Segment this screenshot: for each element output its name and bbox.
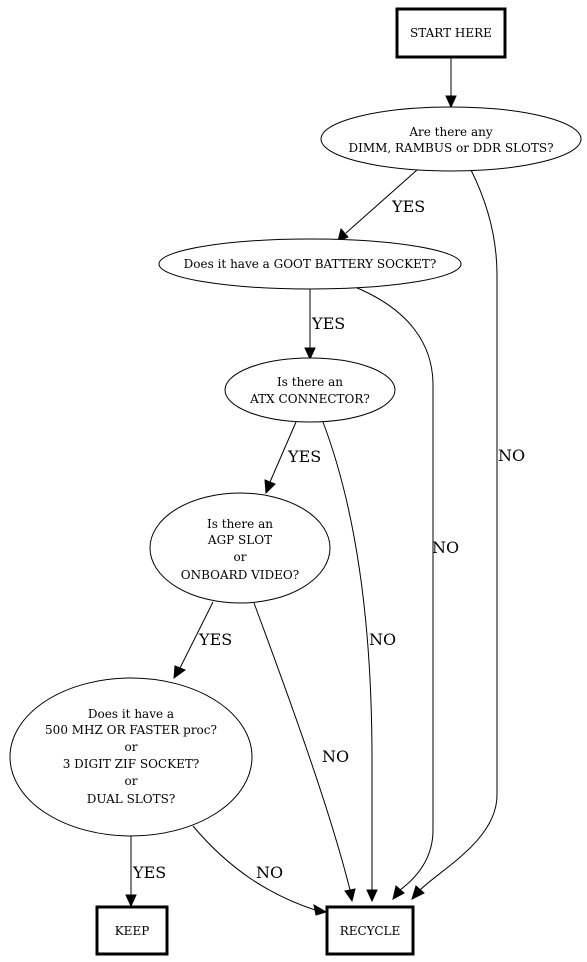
- edge-label-q2-no: NO: [432, 538, 459, 557]
- question-atx-connector: Is there an ATX CONNECTOR?: [224, 357, 396, 423]
- question-line: Are there any: [408, 125, 493, 139]
- question-line: DIMM, RAMBUS or DDR SLOTS?: [348, 141, 553, 155]
- question-line: AGP SLOT: [207, 533, 272, 547]
- edge-label-q4-no: NO: [322, 747, 349, 766]
- question-line: or: [125, 740, 138, 754]
- edge-label-q4-yes: YES: [198, 630, 232, 649]
- edge-label-q3-no: NO: [369, 630, 396, 649]
- question-battery-socket: Does it have a GOOT BATTERY SOCKET?: [158, 238, 462, 290]
- question-line: Does it have a GOOT BATTERY SOCKET?: [184, 257, 437, 271]
- edge-q2-yes: [304, 289, 316, 361]
- question-processor-zif-dual: Does it have a 500 MHZ OR FASTER proc? o…: [9, 677, 253, 837]
- edge-q2-no: [354, 286, 434, 900]
- question-dimm-rambus-ddr: Are there any DIMM, RAMBUS or DDR SLOTS?: [320, 106, 582, 172]
- edge-q5-yes: [125, 836, 137, 908]
- edge-q1-no: [411, 169, 498, 900]
- question-agp-onboard-video: Is there an AGP SLOT or ONBOARD VIDEO?: [149, 492, 331, 604]
- edge-label-q3-yes: YES: [287, 447, 321, 466]
- question-line: or: [125, 774, 138, 788]
- question-line: ATX CONNECTOR?: [249, 392, 370, 406]
- start-node-label: START HERE: [410, 26, 492, 40]
- edge-label-q5-no: NO: [256, 863, 283, 882]
- question-line: 3 DIGIT ZIF SOCKET?: [63, 757, 200, 771]
- keep-node: KEEP: [95, 905, 169, 956]
- edge-q4-yes: [173, 601, 214, 680]
- question-line: 500 MHZ OR FASTER proc?: [45, 723, 217, 737]
- edge-q1-yes: [337, 169, 418, 242]
- question-line: Is there an: [277, 375, 343, 389]
- edge-q3-yes: [264, 421, 297, 495]
- edge-label-q1-no: NO: [498, 446, 525, 465]
- question-line: Does it have a: [88, 707, 174, 721]
- edge-q4-no: [253, 602, 356, 903]
- edge-q3-no: [322, 421, 378, 903]
- question-line: or: [234, 550, 247, 564]
- question-line: DUAL SLOTS?: [87, 792, 176, 806]
- start-node: START HERE: [395, 7, 507, 59]
- edge-label-q1-yes: YES: [391, 197, 425, 216]
- keep-node-label: KEEP: [115, 924, 150, 938]
- recycle-node: RECYCLE: [325, 905, 415, 956]
- question-line: Is there an: [207, 517, 273, 531]
- edge-label-q5-yes: YES: [132, 863, 166, 882]
- edge-q5-no: [192, 825, 328, 916]
- question-line: ONBOARD VIDEO?: [181, 568, 299, 582]
- edge-start-to-q1: [445, 57, 457, 109]
- recycle-node-label: RECYCLE: [340, 924, 401, 938]
- edge-label-q2-yes: YES: [311, 314, 345, 333]
